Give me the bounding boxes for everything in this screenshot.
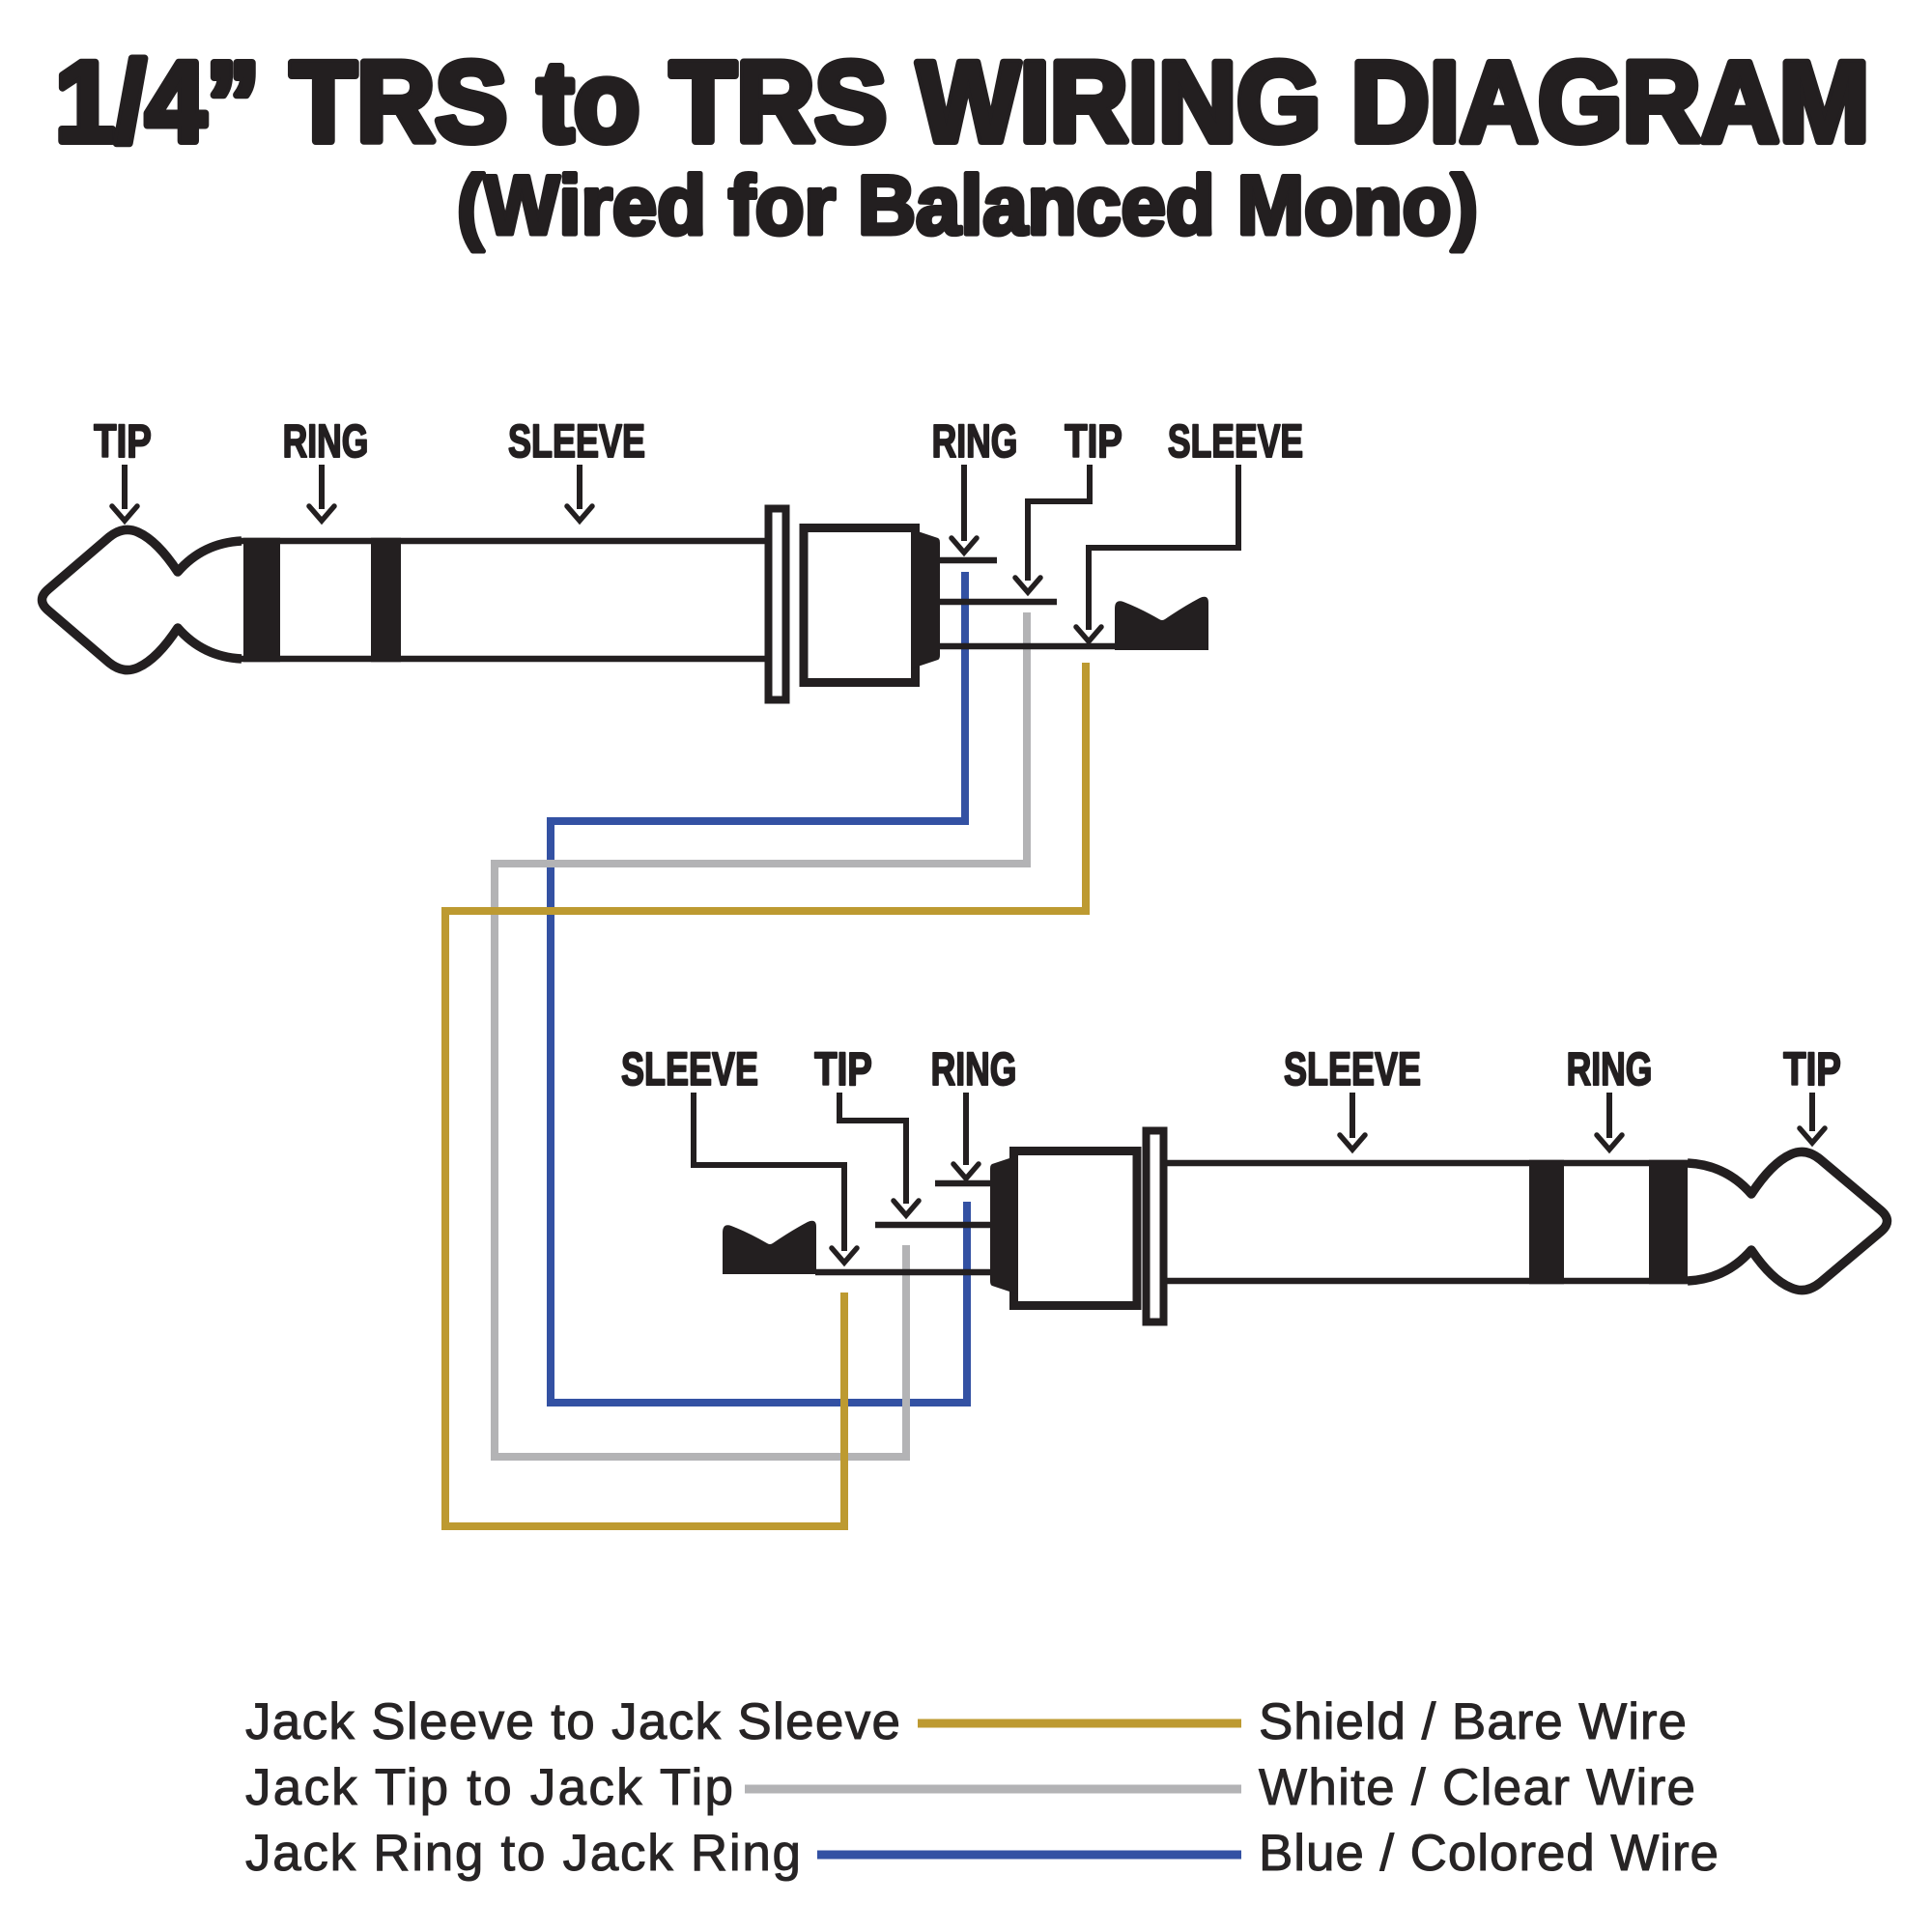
svg-text:Jack Tip to Jack Tip: Jack Tip to Jack Tip	[245, 1759, 733, 1816]
svg-text:Jack Ring to Jack Ring: Jack Ring to Jack Ring	[245, 1825, 801, 1882]
svg-text:(Wired for Balanced Mono): (Wired for Balanced Mono)	[457, 158, 1478, 252]
svg-text:TIP: TIP	[1783, 1044, 1841, 1095]
svg-text:Shield / Bare Wire: Shield / Bare Wire	[1259, 1693, 1687, 1750]
svg-text:SLEEVE: SLEEVE	[508, 415, 645, 467]
svg-text:Jack Sleeve to Jack Sleeve: Jack Sleeve to Jack Sleeve	[245, 1693, 900, 1750]
svg-text:Blue / Colored Wire: Blue / Colored Wire	[1259, 1825, 1719, 1882]
svg-text:SLEEVE: SLEEVE	[1168, 415, 1303, 467]
svg-text:TIP: TIP	[94, 416, 152, 468]
svg-text:RING: RING	[283, 415, 369, 467]
svg-text:SLEEVE: SLEEVE	[1284, 1043, 1421, 1094]
svg-text:RING: RING	[932, 415, 1018, 467]
svg-text:RING: RING	[1567, 1043, 1653, 1094]
svg-text:SLEEVE: SLEEVE	[621, 1043, 758, 1094]
svg-text:1/4” TRS to TRS WIRING DIAGRAM: 1/4” TRS to TRS WIRING DIAGRAM	[55, 39, 1869, 165]
svg-text:RING: RING	[931, 1043, 1017, 1094]
svg-text:TIP: TIP	[814, 1044, 872, 1095]
svg-text:TIP: TIP	[1065, 416, 1122, 468]
svg-text:White / Clear Wire: White / Clear Wire	[1259, 1759, 1695, 1816]
